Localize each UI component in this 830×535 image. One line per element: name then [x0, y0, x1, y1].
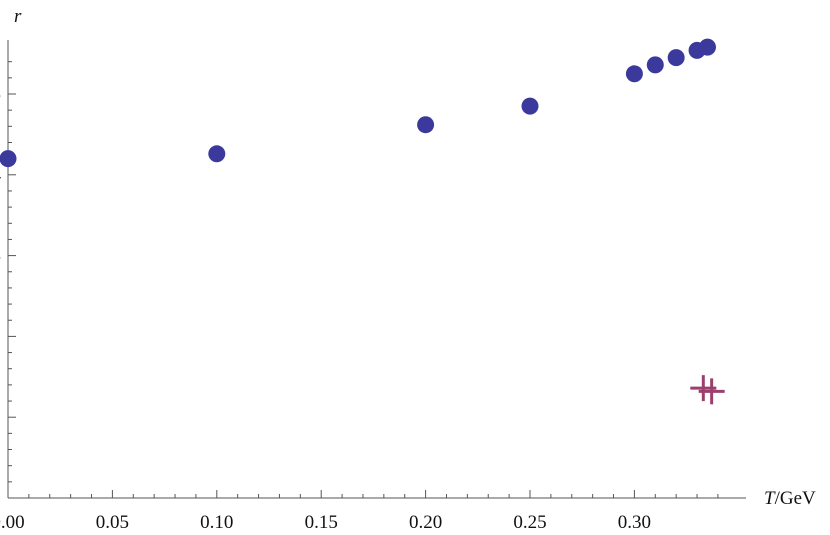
- y-tick-label: 3: [0, 246, 1, 267]
- data-point: [208, 145, 226, 163]
- data-point: [0, 150, 17, 168]
- y-tick-label: 5: [0, 84, 1, 105]
- data-point-cross: [698, 378, 725, 405]
- x-axis-title: T/GeV: [764, 488, 816, 509]
- y-axis-title: r: [14, 6, 22, 27]
- data-point: [698, 38, 716, 56]
- x-tick-label: 0.00: [0, 512, 25, 533]
- x-tick-label: 0.20: [409, 512, 442, 533]
- x-tick-label: 0.25: [513, 512, 546, 533]
- x-tick-label: 0.30: [618, 512, 651, 533]
- axes: [7, 40, 746, 499]
- data-point: [417, 116, 435, 134]
- data-point: [625, 65, 643, 83]
- x-tick-label: 0.15: [305, 512, 338, 533]
- x-axis-unit: /GeV: [775, 488, 816, 509]
- x-ticks: 0.00 0.05 0.10 0.15 0.20 0.25 0.30: [0, 490, 719, 533]
- y-tick-label: 2: [0, 326, 1, 347]
- data-point: [667, 49, 685, 67]
- y-tick-label: 4: [0, 165, 2, 186]
- x-axis-variable: T: [764, 488, 776, 509]
- x-tick-label: 0.05: [96, 512, 129, 533]
- y-tick-label: 1: [0, 407, 1, 428]
- x-tick-label: 0.10: [200, 512, 233, 533]
- data-point: [646, 56, 664, 74]
- data-points: [0, 38, 725, 405]
- y-ticks: 1 2 3 4 5: [0, 61, 16, 483]
- data-point: [521, 97, 539, 115]
